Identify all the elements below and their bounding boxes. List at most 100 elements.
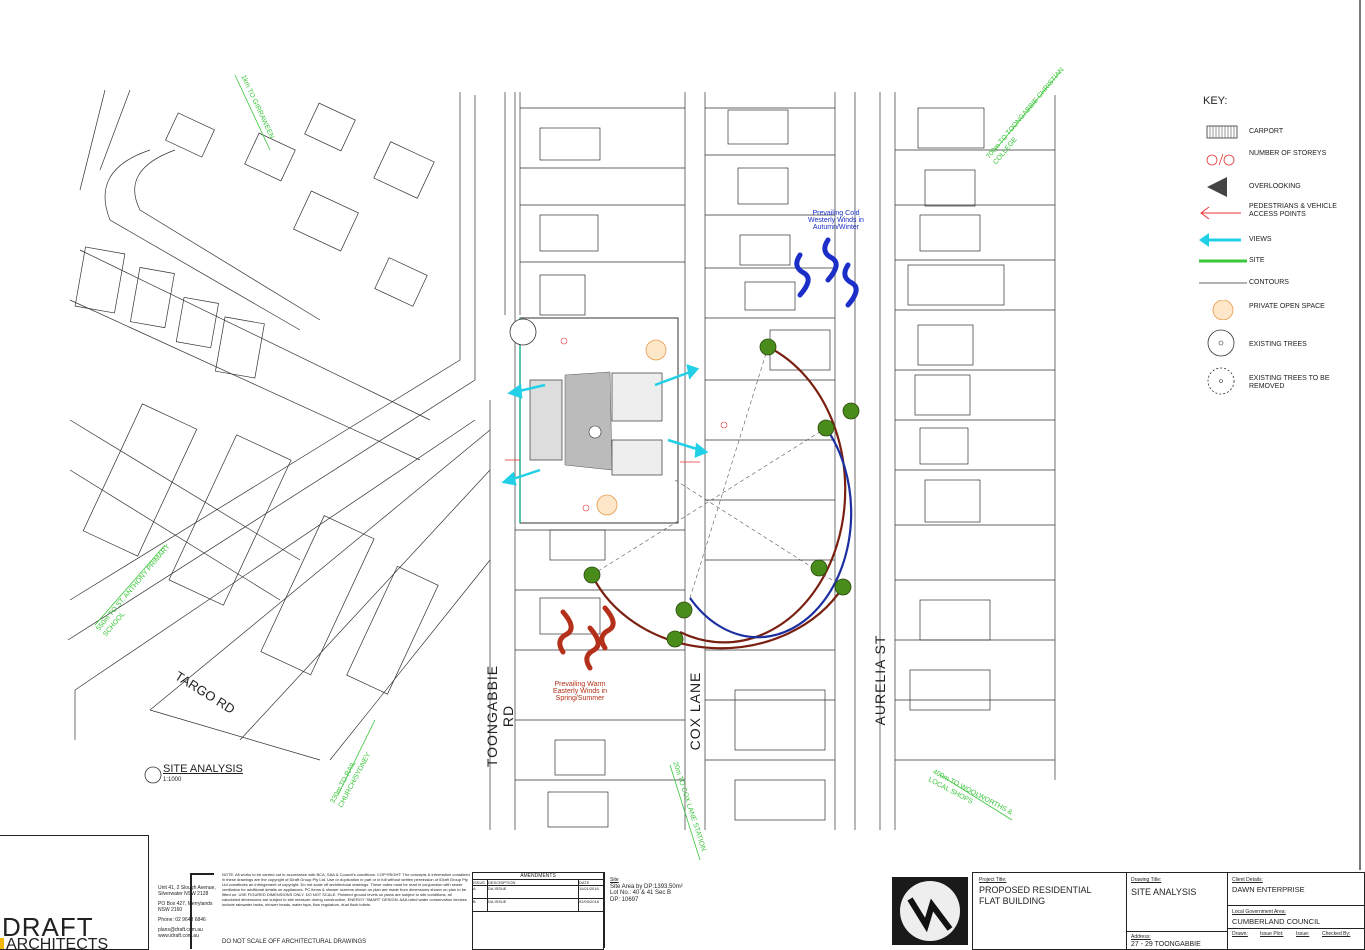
warm-wind-note: Prevailing Warm Easterly Winds in Spring…: [552, 681, 608, 702]
legend-label: EXISTING TREES: [1249, 341, 1307, 348]
firm-name-second: ARCHITECTS: [0, 936, 108, 949]
divider: [190, 873, 214, 949]
project-title-panel: Project Title: PROPOSED RESIDENTIAL FLAT…: [972, 872, 1129, 950]
private-open-space-icon: [1212, 300, 1234, 320]
legend-label: CONTOURS: [1249, 279, 1289, 286]
do-not-scale-note: DO NOT SCALE OFF ARCHITECTURAL DRAWINGS: [222, 939, 367, 945]
legend-label: SITE: [1249, 257, 1265, 264]
section-marker-icon: [144, 766, 162, 784]
table-cell: 11/01/2016: [579, 886, 599, 891]
drawing-title-label: Drawing Title:: [1131, 877, 1162, 883]
legend-item-access: PEDESTRIANS & VEHICLE ACCESS POINTS: [1195, 203, 1365, 223]
storeys-circles-icon: [1206, 153, 1235, 166]
neighbouring-lots-east: [504, 92, 1056, 830]
legend-label: OVERLOOKING: [1249, 183, 1301, 190]
street-label-aurelia: AURELIA ST: [872, 634, 888, 726]
drawing-notes: NOTE: All works to be carried out in acc…: [222, 872, 470, 907]
issue-plot-label: Issue Plot:: [1260, 931, 1284, 937]
overlooking-triangle-icon: [1207, 177, 1227, 197]
firm-address: Unit 41, 2 Slough Avenue, Silverwater NS…: [158, 885, 216, 897]
existing-tree-icon: [509, 318, 537, 346]
legend-label: EXISTING TREES TO BE REMOVED: [1249, 375, 1330, 390]
green-line-icon: [1199, 259, 1247, 263]
firm-contact: Unit 41, 2 Slough Avenue, Silverwater NS…: [158, 885, 220, 939]
sun-position-markers: [583, 338, 860, 648]
drawing-title: SITE ANALYSIS: [1131, 887, 1197, 897]
neighbouring-lots-west: [67, 89, 491, 830]
drawn-label: Drawn:: [1232, 931, 1248, 937]
amend-header-issue: ISSUE: [473, 880, 488, 885]
distance-arrows: [94, 71, 1061, 861]
site-details: Site Site Area by DP:1393.50m² Lot No.: …: [610, 877, 720, 903]
drawing-title-panel: Drawing Title: SITE ANALYSIS Address: 27…: [1126, 872, 1230, 950]
cyan-arrow-icon: [1199, 233, 1241, 247]
company-logo-icon: [892, 877, 968, 945]
view-arrows: [501, 364, 709, 486]
firm-web: www.idraft.com.au: [158, 933, 199, 939]
legend: KEY: CARPORT NUMBER OF STOREYS OVERLOOKI…: [1195, 95, 1365, 395]
carport-hatch-icon: [1206, 125, 1238, 139]
warm-wind-arrows: [557, 605, 616, 671]
client-label: Client Details:: [1232, 877, 1263, 883]
section-scale: 1:1000: [163, 777, 182, 783]
street-label-toongabbie: TOONGABBIE RD: [484, 664, 516, 768]
firm-logo-panel: DRAFT ARCHITECTS: [0, 835, 149, 950]
firm-phone: Phone: 02 9648 6846: [158, 917, 206, 923]
address-label: Address:: [1131, 934, 1151, 940]
table-cell: DA ISSUE: [488, 886, 579, 898]
table-cell: B: [473, 899, 488, 911]
existing-tree-icon: [1207, 329, 1235, 357]
legend-item-contours: CONTOURS: [1195, 273, 1365, 293]
sun-path: [591, 346, 853, 650]
amendments-header: ISSUE DESCRIPTION DATE: [473, 880, 603, 886]
firm-name: DRAFT: [2, 912, 94, 942]
legend-label: NUMBER OF STOREYS: [1249, 150, 1327, 157]
project-title: PROPOSED RESIDENTIAL FLAT BUILDING: [979, 885, 1092, 906]
legend-label: PRIVATE OPEN SPACE: [1249, 303, 1325, 310]
contour-line-icon: [1199, 282, 1247, 284]
council-name: CUMBERLAND COUNCIL: [1232, 917, 1321, 926]
client-panel: Client Details: DAWN ENTERPRISE Local Go…: [1227, 872, 1365, 950]
firm-po-box: PO Box 427, Merrylands NSW 2160: [158, 901, 213, 913]
table-cell: DA ISSUE: [488, 899, 579, 911]
site-label: Site: [610, 877, 619, 883]
council-label: Local Government Area:: [1232, 909, 1286, 915]
cold-wind-note: Prevailing Cold Westerly Winds in Autumn…: [808, 210, 864, 231]
checked-label: Checked By:: [1322, 931, 1351, 937]
site-area: Site Area by DP:1393.50m²: [610, 883, 683, 890]
table-cell: A: [473, 886, 488, 898]
legend-item-views: VIEWS: [1195, 230, 1365, 250]
project-title-label: Project Title:: [979, 877, 1007, 883]
legend-label: CARPORT: [1249, 128, 1284, 135]
amend-header-date: DATE: [579, 880, 590, 885]
street-label-cox-lane: COX LANE: [687, 671, 703, 751]
access-arrows: [505, 459, 700, 463]
legend-label: VIEWS: [1249, 236, 1272, 243]
red-arrow-icon: [1200, 206, 1241, 220]
lot-number: Lot No.: 40 & 41 Sec B: [610, 890, 672, 896]
legend-item-trees: EXISTING TREES: [1195, 329, 1365, 357]
client-name: DAWN ENTERPRISE: [1232, 885, 1305, 894]
legend-item-removed-trees: EXISTING TREES TO BE REMOVED: [1195, 367, 1365, 395]
private-open-space-icon: [645, 339, 667, 361]
amendments-title: AMENDMENTS: [473, 873, 603, 880]
table-row: B DA ISSUE 02/03/2016: [473, 899, 603, 912]
amend-header-description: DESCRIPTION: [488, 880, 579, 885]
table-cell: 02/03/2016: [579, 899, 600, 904]
removed-tree-icon: [1207, 367, 1235, 395]
legend-item-storeys: NUMBER OF STOREYS: [1195, 150, 1365, 170]
subject-site: [509, 317, 728, 524]
legend-item-overlooking: OVERLOOKING: [1195, 177, 1365, 197]
cold-wind-arrows: [794, 237, 859, 308]
legend-item-pos: PRIVATE OPEN SPACE: [1195, 300, 1365, 320]
legend-item-carport: CARPORT: [1195, 123, 1365, 143]
dp-number: DP: 10697: [610, 896, 639, 903]
issue-label: Issue:: [1296, 931, 1310, 937]
amendments-table: AMENDMENTS ISSUE DESCRIPTION DATE A DA I…: [472, 872, 604, 950]
firm-email: plans@draft.com.au: [158, 927, 203, 933]
title-block: DRAFT ARCHITECTS Unit 41, 2 Slough Avenu…: [0, 835, 1365, 950]
section-title: SITE ANALYSIS: [163, 763, 243, 775]
legend-item-site: SITE: [1195, 251, 1365, 271]
address-value: 27 - 29 TOONGABBIE: [1131, 941, 1201, 948]
